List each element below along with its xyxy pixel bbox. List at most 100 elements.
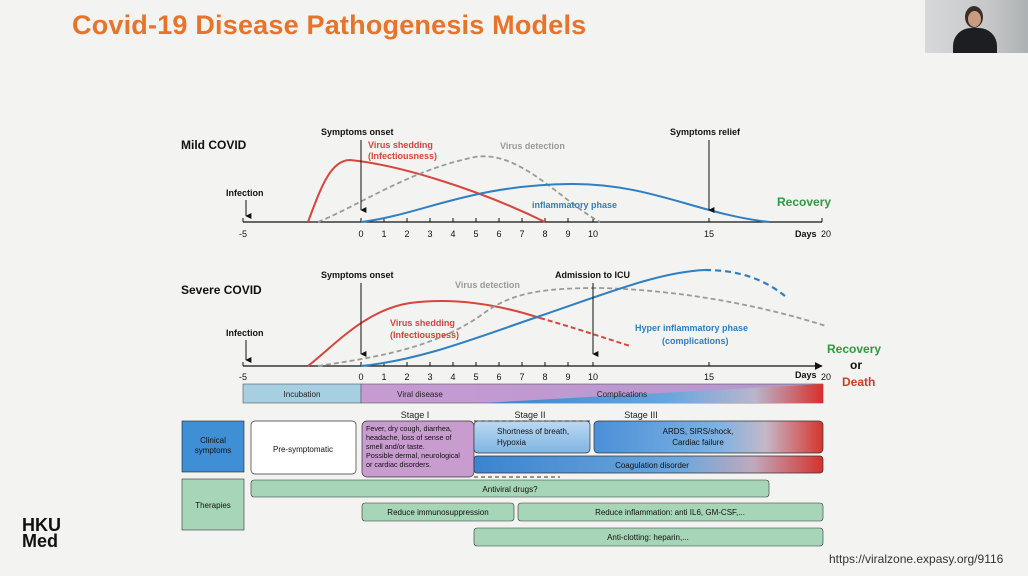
tick-label: 20 bbox=[821, 372, 831, 382]
source-url: https://viralzone.expasy.org/9116 bbox=[829, 552, 1004, 566]
symptom-line: or cardiac disorders. bbox=[366, 460, 431, 469]
stage-2-label: Stage II bbox=[514, 410, 545, 420]
anti-clotting-bar bbox=[473, 527, 824, 547]
tick-label: 5 bbox=[473, 372, 478, 382]
tick-label: -5 bbox=[239, 372, 247, 382]
antiviral-label: Antiviral drugs? bbox=[482, 485, 538, 494]
presenter-face bbox=[968, 11, 981, 27]
tick-label: 6 bbox=[496, 229, 501, 239]
viral-disease-label: Viral disease bbox=[397, 390, 443, 399]
coagulation-box bbox=[473, 455, 824, 474]
symptom-line: smell and/or taste. bbox=[366, 442, 425, 451]
stage-1-text: Fever, dry cough, diarrhea, headache, lo… bbox=[366, 424, 460, 469]
clinical-symptoms-box bbox=[181, 420, 245, 473]
reduce-inflammation-label: Reduce inflammation: anti IL6, GM-CSF,..… bbox=[595, 508, 745, 517]
mild-symptoms-relief-label: Symptoms relief bbox=[670, 127, 741, 137]
pre-symptomatic-box bbox=[250, 420, 357, 475]
presenter-video-thumbnail[interactable] bbox=[925, 0, 1028, 53]
tick-label: 8 bbox=[542, 229, 547, 239]
severe-virus-shedding-curve bbox=[307, 299, 541, 367]
mild-tick-labels: -5 0 1 2 3 4 5 6 7 8 9 10 15 20 bbox=[239, 229, 831, 239]
tick-label: 6 bbox=[496, 372, 501, 382]
severe-inflammation-dashed bbox=[704, 268, 786, 297]
severe-symptoms-onset-label: Symptoms onset bbox=[321, 270, 394, 280]
stage-3-line-1: ARDS, SIRS/shock, bbox=[663, 427, 734, 436]
mild-virus-detection-label: Virus detection bbox=[500, 141, 565, 151]
mild-days-label: Days bbox=[795, 229, 817, 239]
tick-label: 15 bbox=[704, 372, 714, 382]
tick-label: 15 bbox=[704, 229, 714, 239]
severe-virus-detection-label: Virus detection bbox=[455, 280, 520, 290]
therapies-label: Therapies bbox=[195, 501, 231, 510]
reduce-immunosuppression-label: Reduce immunosuppression bbox=[387, 508, 488, 517]
tick-label: 8 bbox=[542, 372, 547, 382]
reduce-inflammation-bar bbox=[517, 502, 824, 522]
tick-label: 4 bbox=[450, 372, 455, 382]
severe-days-label: Days bbox=[795, 370, 817, 380]
tick-label: 4 bbox=[450, 229, 455, 239]
tick-label: 7 bbox=[519, 229, 524, 239]
tick-label: 10 bbox=[588, 229, 598, 239]
or-label: or bbox=[850, 358, 862, 372]
clinical-label-2: symptoms bbox=[195, 446, 231, 455]
mild-infection-label: Infection bbox=[226, 188, 264, 198]
tick-label: 9 bbox=[565, 229, 570, 239]
stage-2-line-2: Hypoxia bbox=[497, 438, 526, 447]
mild-inflammatory-label: inflammatory phase bbox=[532, 200, 617, 210]
incubation-label: Incubation bbox=[284, 390, 321, 399]
tick-label: 0 bbox=[358, 372, 363, 382]
complications-label: (complications) bbox=[662, 336, 729, 346]
tick-label: 20 bbox=[821, 229, 831, 239]
severe-virus-shedding-dashed bbox=[539, 317, 631, 347]
tick-label: -5 bbox=[239, 229, 247, 239]
mild-symptoms-onset-label: Symptoms onset bbox=[321, 127, 394, 137]
severe-ticks bbox=[242, 362, 710, 366]
tick-label: 2 bbox=[404, 229, 409, 239]
severe-recovery-label: Recovery bbox=[827, 342, 881, 356]
admission-icu-label: Admission to ICU bbox=[555, 270, 630, 280]
tick-label: 1 bbox=[381, 372, 386, 382]
anti-clotting-label: Anti-clotting: heparin,... bbox=[607, 533, 689, 542]
stage-2-line-1: Shortness of breath, bbox=[497, 427, 569, 436]
complications-wedge bbox=[482, 384, 823, 403]
presenter-body bbox=[953, 28, 997, 53]
mild-infectiousness-label: (Infectiousness) bbox=[368, 151, 437, 161]
hku-med-logo: HKU Med bbox=[22, 515, 61, 551]
mild-virus-detection-curve bbox=[317, 155, 601, 223]
reduce-immunosuppression-bar bbox=[361, 502, 515, 522]
death-label: Death bbox=[842, 375, 875, 389]
severe-infectiousness-label: (Infectiousness) bbox=[390, 330, 459, 340]
tick-label: 5 bbox=[473, 229, 478, 239]
stage-2-box bbox=[473, 420, 591, 454]
mild-virus-shedding-label: Virus shedding bbox=[368, 140, 433, 150]
antiviral-bar bbox=[250, 479, 770, 498]
symptom-line: Possible dermal, neurological bbox=[366, 451, 460, 460]
logo-line-1: HKU bbox=[22, 515, 61, 535]
hyper-inflammatory-label: Hyper inflammatory phase bbox=[635, 323, 748, 333]
tick-label: 9 bbox=[565, 372, 570, 382]
slide-title: Covid-19 Disease Pathogenesis Models bbox=[72, 10, 587, 40]
severe-virus-shedding-label: Virus shedding bbox=[390, 318, 455, 328]
severe-inflammation-curve bbox=[360, 269, 706, 367]
mild-recovery-label: Recovery bbox=[777, 195, 831, 209]
tick-label: 10 bbox=[588, 372, 598, 382]
logo-line-2: Med bbox=[22, 531, 58, 551]
severe-tick-labels: -5 0 1 2 3 4 5 6 7 8 9 10 15 20 bbox=[239, 372, 831, 382]
severe-heading: Severe COVID bbox=[181, 283, 262, 297]
severe-virus-detection-curve bbox=[317, 287, 827, 367]
symptom-line: headache, loss of sense of bbox=[366, 433, 452, 442]
mild-virus-shedding-curve bbox=[307, 158, 546, 223]
complications-label: Complications bbox=[597, 390, 647, 399]
tick-label: 3 bbox=[427, 229, 432, 239]
pre-symptomatic-label: Pre-symptomatic bbox=[273, 445, 333, 454]
symptom-line: Fever, dry cough, diarrhea, bbox=[366, 424, 452, 433]
tick-label: 3 bbox=[427, 372, 432, 382]
mild-heading: Mild COVID bbox=[181, 138, 247, 152]
stage-1-label: Stage I bbox=[401, 410, 430, 420]
stage-3-label: Stage III bbox=[624, 410, 658, 420]
stage-3-line-2: Cardiac failure bbox=[672, 438, 724, 447]
therapies-box bbox=[181, 478, 245, 531]
tick-label: 1 bbox=[381, 229, 386, 239]
